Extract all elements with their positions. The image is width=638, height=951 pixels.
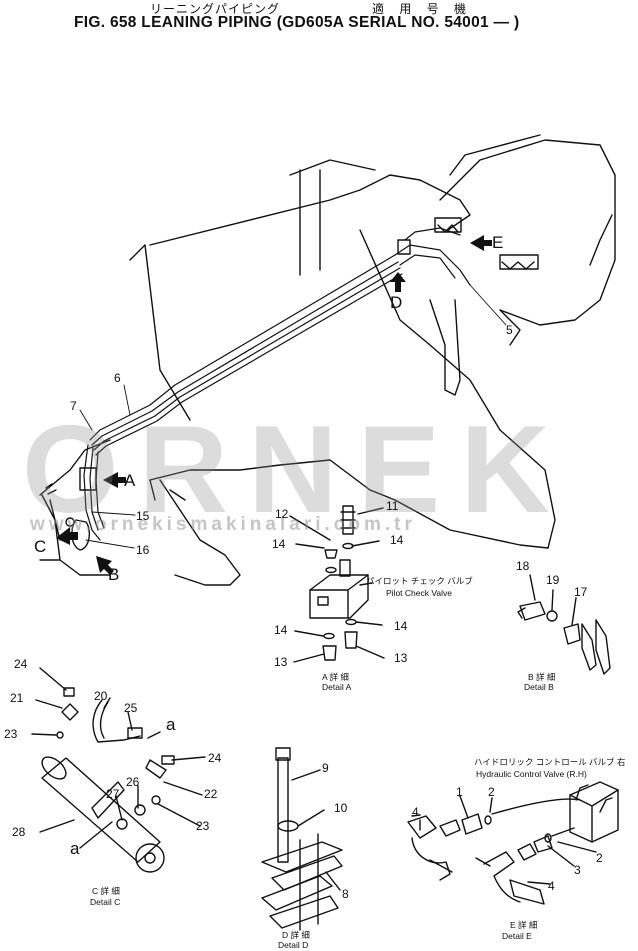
detail-e-jp: E 詳 細 — [510, 920, 538, 930]
detail-e-en: Detail E — [502, 931, 532, 941]
detail-d-drawing — [261, 747, 343, 931]
callout-23-right: 23 — [196, 819, 210, 833]
callout-19: 19 — [546, 573, 560, 587]
view-marker-d: D — [390, 293, 403, 312]
callout-13-right: 13 — [394, 651, 408, 665]
callout-14-lower-left: 14 — [274, 623, 288, 637]
callout-25: 25 — [124, 701, 138, 715]
callout-9: 9 — [322, 761, 329, 775]
callout-7: 7 — [70, 399, 77, 413]
detail-b-jp: B 詳 細 — [528, 672, 556, 682]
callout-24-right: 24 — [208, 751, 222, 765]
leaning-pipe-bundle — [83, 227, 471, 541]
detail-c-en: Detail C — [90, 897, 121, 907]
fittings-detail-e-location — [397, 217, 539, 270]
view-arrows — [56, 235, 492, 575]
detail-c-cylinder-drawing — [31, 667, 206, 873]
callout-27: 27 — [106, 787, 120, 801]
japanese-model-label: 適 用 号 機 — [372, 2, 473, 16]
machine-frame — [39, 134, 616, 586]
callout-8: 8 — [342, 887, 349, 901]
callout-3: 3 — [574, 863, 581, 877]
marker-a-lower: a — [70, 839, 80, 858]
pilot-check-valve-drawing — [289, 505, 385, 663]
callout-1: 1 — [456, 785, 463, 799]
detail-d-en: Detail D — [278, 940, 309, 950]
detail-d-jp: D 詳 細 — [282, 930, 310, 940]
callout-22: 22 — [204, 787, 218, 801]
callout-2-right: 2 — [596, 851, 603, 865]
detail-a-jp: A 詳 細 — [322, 672, 349, 682]
watermark-url: www.ornekismakinalari.com.tr — [30, 514, 416, 535]
callout-28: 28 — [12, 825, 26, 839]
pilot-check-valve-en: Pilot Check Valve — [386, 588, 452, 598]
view-marker-c: C — [34, 537, 47, 556]
view-marker-e: E — [492, 233, 504, 252]
detail-b-en: Detail B — [524, 682, 554, 692]
hydraulic-control-valve-jp: ハイドロリック コントロール バルブ 右 — [474, 757, 626, 767]
callout-16: 16 — [136, 543, 150, 557]
callout-14-lower-right: 14 — [394, 619, 408, 633]
bracket-detail-a-location — [45, 467, 97, 551]
detail-b-drawing — [517, 574, 611, 675]
view-marker-b: B — [108, 565, 120, 584]
pilot-check-valve-jp: パイロット チェック バルブ — [366, 576, 473, 586]
callout-24-left: 24 — [14, 657, 28, 671]
callout-26: 26 — [126, 775, 140, 789]
japanese-title: リーニングパイピング — [150, 2, 281, 16]
callout-6: 6 — [114, 371, 121, 385]
callout-23-left: 23 — [4, 727, 18, 741]
callout-leaders — [79, 284, 507, 549]
figure-title: FIG. 658 LEANING PIPING (GD605A SERIAL N… — [74, 14, 520, 31]
callout-14-upper-right: 14 — [390, 533, 404, 547]
callout-13-left: 13 — [274, 655, 288, 669]
callout-5: 5 — [506, 323, 513, 337]
callout-2-upper: 2 — [488, 785, 495, 799]
callout-14-upper-left: 14 — [272, 537, 286, 551]
callout-4-upper: 4 — [412, 805, 419, 819]
view-marker-a: A — [124, 471, 136, 490]
callout-4-lower: 4 — [548, 879, 555, 893]
detail-e-drawing — [407, 781, 619, 905]
marker-a-upper: a — [166, 715, 176, 734]
callout-11: 11 — [386, 499, 399, 513]
callout-17: 17 — [574, 585, 588, 599]
callout-20: 20 — [94, 689, 108, 703]
callout-15: 15 — [136, 509, 150, 523]
watermark-brand: ORNEK — [22, 401, 570, 539]
detail-c-jp: C 詳 細 — [92, 886, 120, 896]
hydraulic-control-valve-en: Hydraulic Control Valve (R.H) — [476, 769, 587, 779]
callout-21: 21 — [10, 691, 24, 705]
detail-a-en: Detail A — [322, 682, 352, 692]
callout-10: 10 — [334, 801, 348, 815]
callout-18: 18 — [516, 559, 530, 573]
callout-12: 12 — [275, 507, 289, 521]
